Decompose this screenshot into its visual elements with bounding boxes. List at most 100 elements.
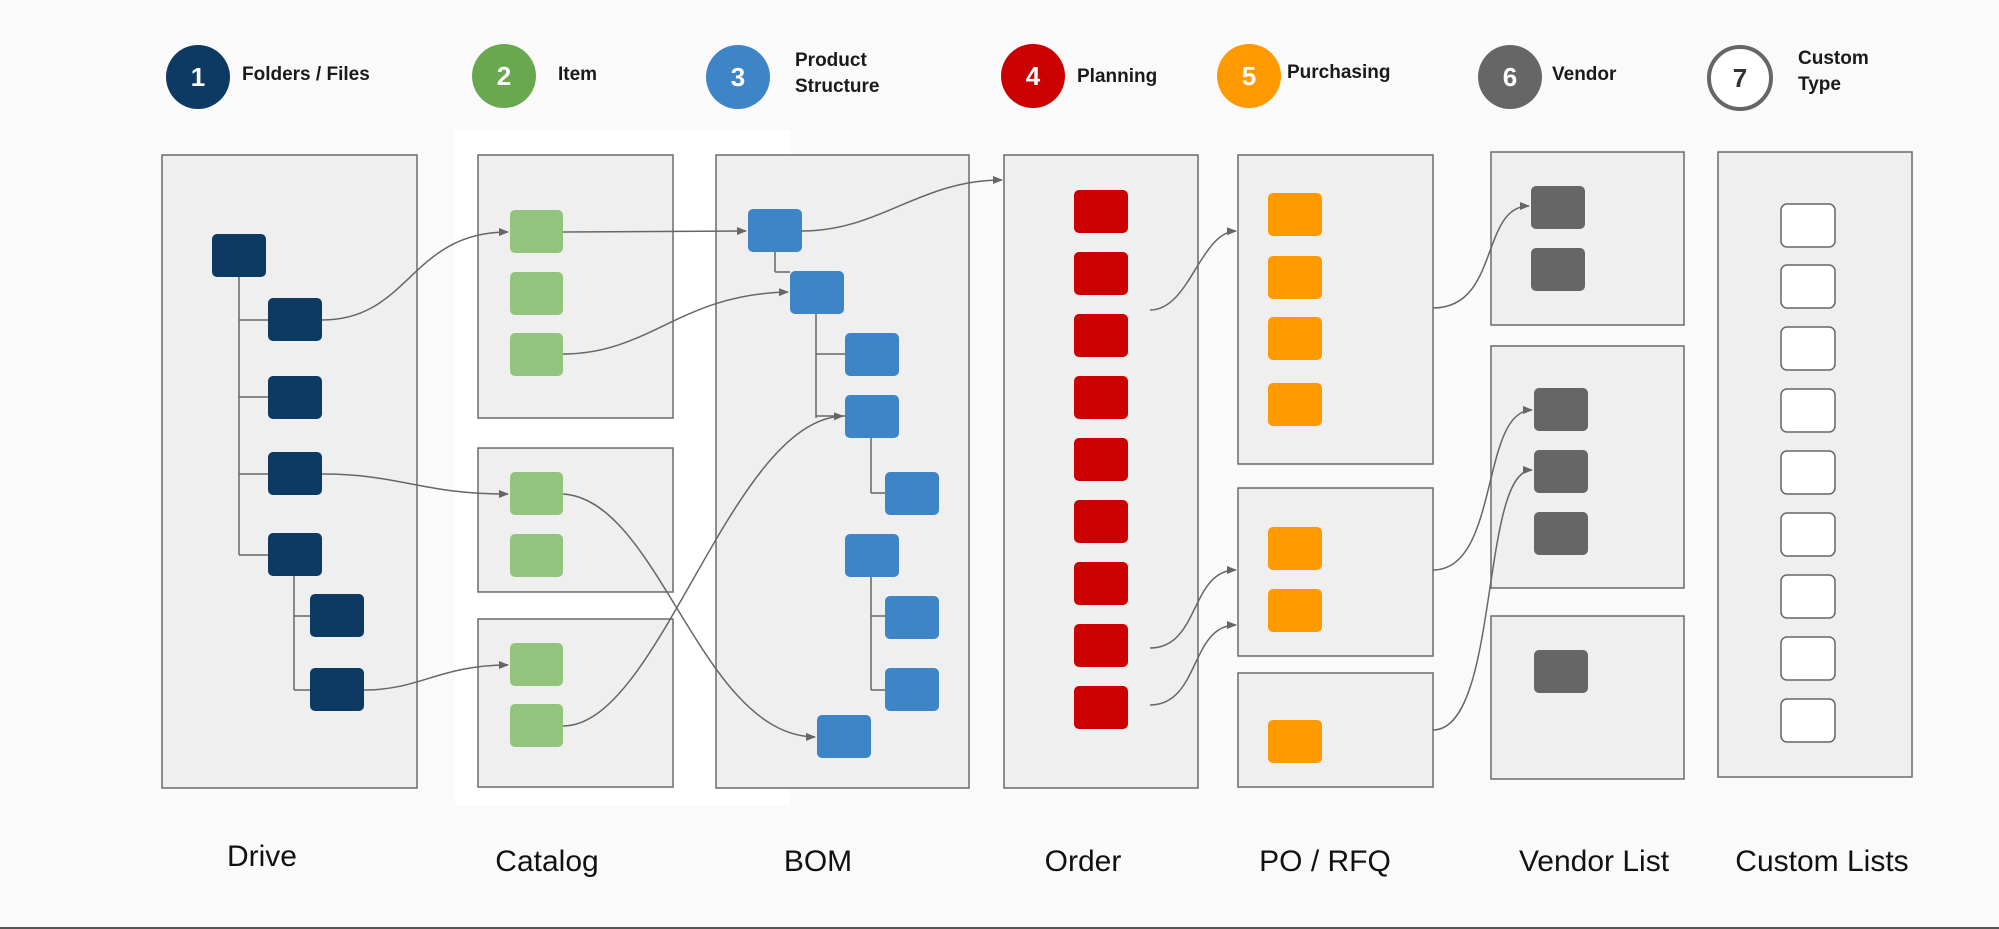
order-box bbox=[1074, 376, 1128, 419]
arrow bbox=[321, 228, 509, 321]
folder-box bbox=[268, 452, 322, 495]
order-box bbox=[1074, 562, 1128, 605]
po-box bbox=[1268, 383, 1322, 426]
bom-box bbox=[845, 395, 899, 438]
arrow bbox=[562, 412, 844, 727]
bom-box bbox=[790, 271, 844, 314]
svg-text:Item: Item bbox=[558, 64, 597, 85]
vendor-nodes bbox=[1531, 186, 1588, 693]
po-box bbox=[1268, 256, 1322, 299]
custom-box bbox=[1780, 698, 1836, 743]
arrow bbox=[1432, 466, 1533, 731]
folder-box bbox=[212, 234, 266, 277]
vendor-box bbox=[1534, 450, 1588, 493]
svg-text:7: 7 bbox=[1733, 63, 1747, 93]
vendor-box bbox=[1534, 512, 1588, 555]
legend-folders-files: 1 Folders / Files bbox=[166, 45, 370, 109]
po-nodes bbox=[1268, 193, 1322, 763]
legend-vendor: 6 Vendor bbox=[1478, 45, 1617, 109]
po-panel-1 bbox=[1237, 154, 1434, 465]
vendor-box bbox=[1534, 388, 1588, 431]
column-label-vendor-list: Vendor List bbox=[1519, 845, 1670, 878]
svg-text:Folders / Files: Folders / Files bbox=[242, 64, 370, 85]
column-label-custom-lists: Custom Lists bbox=[1735, 845, 1908, 878]
column-label-drive: Drive bbox=[227, 840, 297, 873]
custom-box bbox=[1780, 574, 1836, 619]
order-box bbox=[1074, 252, 1128, 295]
order-box bbox=[1074, 190, 1128, 233]
arrow bbox=[1149, 227, 1237, 311]
po-box bbox=[1268, 317, 1322, 360]
bom-nodes bbox=[748, 209, 939, 758]
arrow bbox=[562, 493, 816, 741]
svg-text:2: 2 bbox=[497, 61, 511, 91]
custom-box bbox=[1780, 450, 1836, 495]
custom-box bbox=[1780, 326, 1836, 371]
catalog-panel-2 bbox=[477, 447, 674, 593]
legend-purchasing: 5 Purchasing bbox=[1217, 44, 1390, 108]
legend-planning: 4 Planning bbox=[1001, 44, 1157, 108]
svg-text:3: 3 bbox=[731, 62, 745, 92]
arrow bbox=[1149, 566, 1237, 649]
bom-box bbox=[885, 472, 939, 515]
custom-box bbox=[1780, 203, 1836, 248]
order-box bbox=[1074, 686, 1128, 729]
vendor-box bbox=[1534, 650, 1588, 693]
bom-box bbox=[845, 534, 899, 577]
arrow bbox=[321, 473, 509, 498]
svg-text:Planning: Planning bbox=[1077, 66, 1157, 87]
arrow bbox=[562, 288, 789, 355]
bom-box bbox=[748, 209, 802, 252]
po-panel-2 bbox=[1237, 487, 1434, 657]
vendor-panel-3 bbox=[1490, 615, 1685, 780]
order-box bbox=[1074, 500, 1128, 543]
item-box bbox=[510, 643, 563, 686]
arrow bbox=[562, 227, 747, 236]
po-panel-3 bbox=[1237, 672, 1434, 788]
column-label-po-rfq: PO / RFQ bbox=[1259, 845, 1391, 878]
svg-text:6: 6 bbox=[1503, 62, 1517, 92]
svg-text:Type: Type bbox=[1798, 74, 1841, 95]
folder-box bbox=[310, 668, 364, 711]
custom-box bbox=[1780, 512, 1836, 557]
flow-arrows bbox=[321, 176, 1533, 741]
column-label-bom: BOM bbox=[784, 845, 852, 878]
svg-text:1: 1 bbox=[191, 62, 205, 92]
bom-box bbox=[885, 668, 939, 711]
order-box bbox=[1074, 624, 1128, 667]
column-labels: Drive Catalog BOM Order PO / RFQ Vendor … bbox=[227, 840, 1909, 878]
po-box bbox=[1268, 720, 1322, 763]
arrow bbox=[1432, 202, 1530, 309]
custom-box bbox=[1780, 636, 1836, 681]
item-box bbox=[510, 472, 563, 515]
drive-folders bbox=[212, 234, 364, 711]
svg-text:4: 4 bbox=[1026, 61, 1041, 91]
custom-box bbox=[1780, 388, 1836, 433]
po-box bbox=[1268, 589, 1322, 632]
svg-text:5: 5 bbox=[1242, 61, 1256, 91]
catalog-panel-1 bbox=[477, 154, 674, 419]
arrow bbox=[801, 176, 1003, 232]
legend-custom-type: 7 Custom Type bbox=[1707, 45, 1869, 111]
po-box bbox=[1268, 527, 1322, 570]
column-label-catalog: Catalog bbox=[495, 845, 598, 878]
bom-box bbox=[845, 333, 899, 376]
column-label-order: Order bbox=[1045, 845, 1122, 878]
item-box bbox=[510, 333, 563, 376]
panels bbox=[161, 151, 1913, 789]
bom-box bbox=[817, 715, 871, 758]
svg-text:Custom: Custom bbox=[1798, 48, 1869, 69]
bottom-divider bbox=[0, 927, 1999, 929]
po-box bbox=[1268, 193, 1322, 236]
arrow bbox=[1149, 621, 1237, 706]
folder-box bbox=[268, 376, 322, 419]
custom-box bbox=[1780, 264, 1836, 309]
order-box bbox=[1074, 314, 1128, 357]
vendor-panel-1 bbox=[1490, 151, 1685, 326]
item-box bbox=[510, 534, 563, 577]
item-box bbox=[510, 704, 563, 747]
legend-item: 2 Item bbox=[472, 44, 597, 108]
arrow bbox=[1432, 406, 1533, 571]
